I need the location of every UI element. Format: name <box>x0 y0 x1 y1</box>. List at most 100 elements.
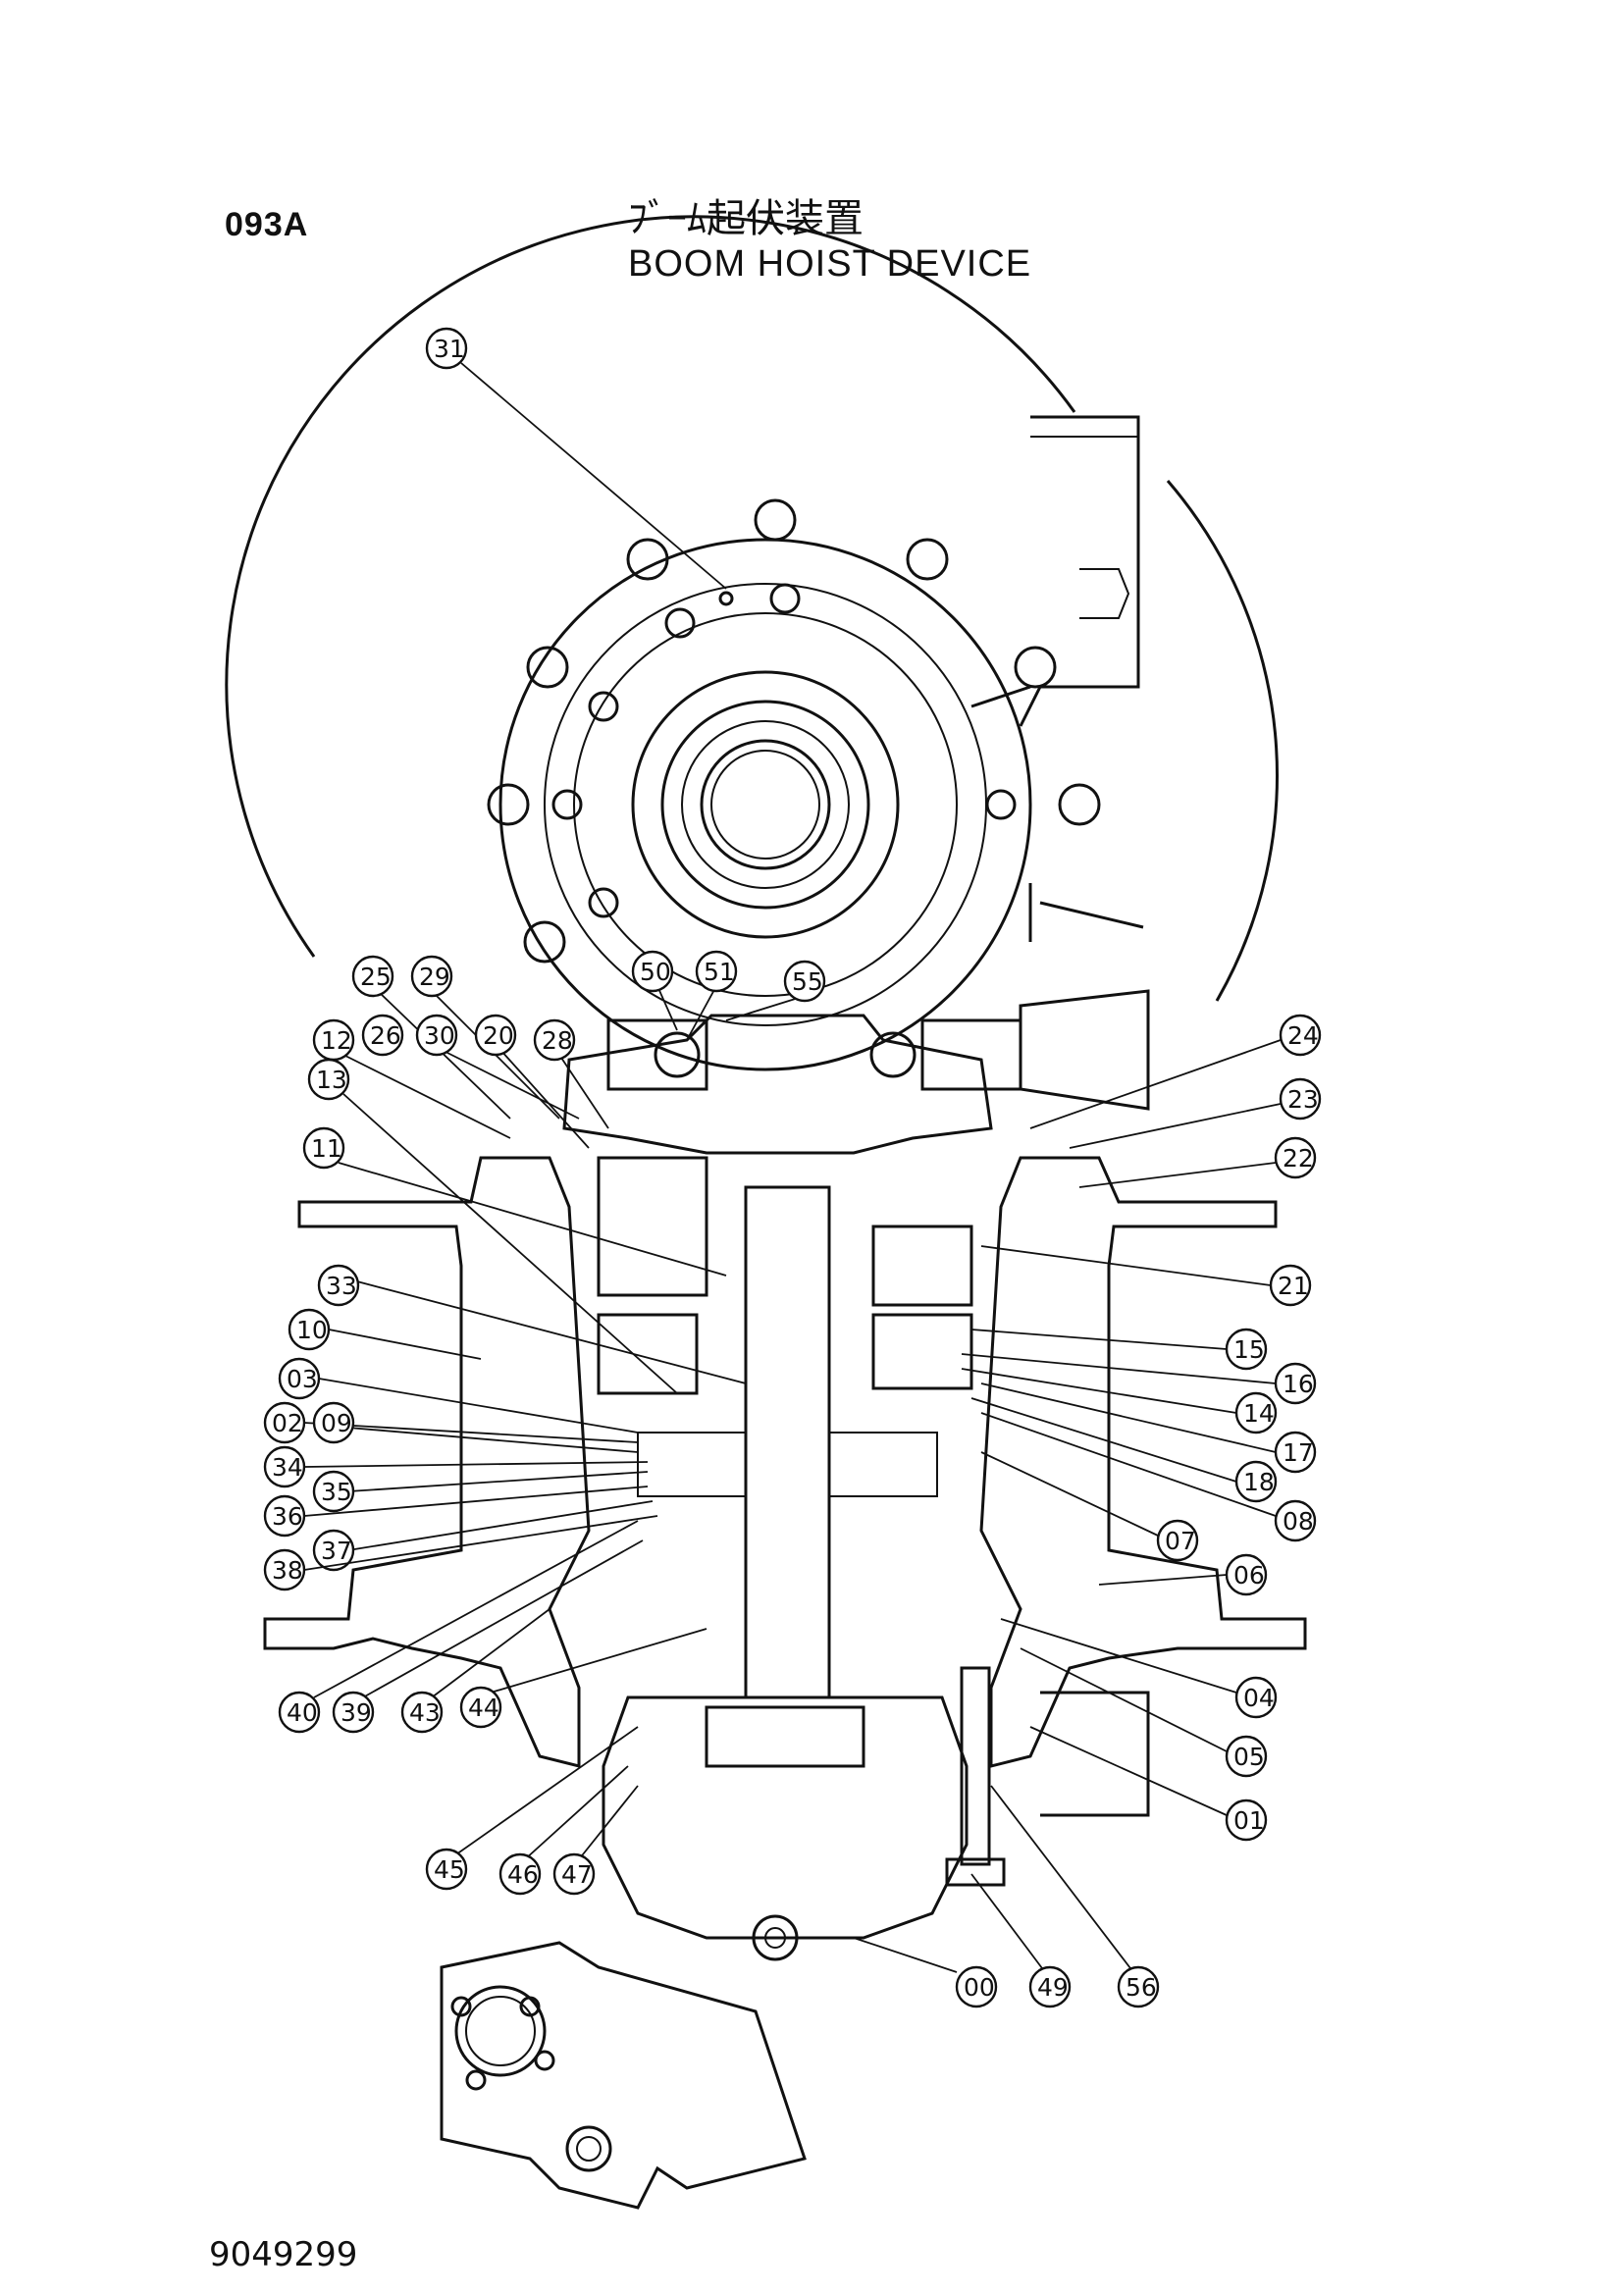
callout-24: 24 <box>1279 1014 1322 1057</box>
callout-09-label: 09 <box>321 1409 352 1437</box>
callout-28: 28 <box>533 1018 576 1062</box>
callout-13: 13 <box>307 1058 350 1101</box>
callout-07: 07 <box>1156 1519 1199 1562</box>
callout-36: 36 <box>263 1494 306 1538</box>
callout-08-label: 08 <box>1283 1507 1314 1536</box>
callout-01: 01 <box>1225 1799 1268 1842</box>
callout-51-label: 51 <box>704 958 735 986</box>
callout-11-label: 11 <box>311 1134 342 1163</box>
callout-02-label: 02 <box>272 1409 303 1437</box>
callout-10-label: 10 <box>296 1316 328 1344</box>
callout-11: 11 <box>302 1126 345 1170</box>
callout-45: 45 <box>425 1848 468 1891</box>
callout-05: 05 <box>1225 1735 1268 1778</box>
callout-29: 29 <box>410 955 453 998</box>
callout-22: 22 <box>1274 1136 1317 1179</box>
callout-29-label: 29 <box>419 963 450 991</box>
callout-35-label: 35 <box>321 1478 352 1506</box>
callout-39-label: 39 <box>341 1698 372 1727</box>
callout-33: 33 <box>317 1264 360 1307</box>
callout-06-label: 06 <box>1233 1561 1265 1590</box>
callout-00-label: 00 <box>964 1973 995 2002</box>
callout-16-label: 16 <box>1283 1370 1314 1398</box>
callout-30: 30 <box>415 1014 458 1057</box>
callout-30-label: 30 <box>424 1021 455 1050</box>
callout-03-label: 03 <box>287 1365 318 1393</box>
callout-39: 39 <box>332 1691 375 1734</box>
callout-56: 56 <box>1117 1965 1160 2008</box>
callout-21-label: 21 <box>1278 1272 1309 1300</box>
callout-50: 50 <box>631 950 674 993</box>
callout-49-label: 49 <box>1037 1973 1069 2002</box>
part-callouts: 31 25 29 12 26 30 20 28 50 51 55 24 23 2… <box>263 327 1322 2008</box>
callout-37-label: 37 <box>321 1537 352 1565</box>
callout-34: 34 <box>263 1445 306 1488</box>
callout-43-label: 43 <box>409 1698 441 1727</box>
callout-56-label: 56 <box>1126 1973 1157 2002</box>
callout-38-label: 38 <box>272 1556 303 1585</box>
callout-03: 03 <box>278 1357 321 1400</box>
callout-21: 21 <box>1269 1264 1312 1307</box>
callout-04: 04 <box>1234 1676 1278 1719</box>
callout-50-label: 50 <box>640 958 671 986</box>
callout-25-label: 25 <box>360 963 392 991</box>
callout-44-label: 44 <box>468 1694 499 1722</box>
callout-07-label: 07 <box>1165 1527 1196 1555</box>
callout-55: 55 <box>783 960 826 1003</box>
callout-10: 10 <box>288 1308 331 1351</box>
callout-40: 40 <box>278 1691 321 1734</box>
callout-08: 08 <box>1274 1499 1317 1542</box>
callout-02: 02 <box>263 1401 306 1444</box>
callout-12-label: 12 <box>321 1026 352 1055</box>
callout-16: 16 <box>1274 1362 1317 1405</box>
callout-46-label: 46 <box>507 1860 539 1889</box>
callout-51: 51 <box>695 950 738 993</box>
callout-12: 12 <box>312 1018 355 1062</box>
callout-05-label: 05 <box>1233 1743 1265 1771</box>
callout-31: 31 <box>425 327 468 370</box>
title-english: BOOM HOIST DEVICE <box>628 243 1032 285</box>
callout-00: 00 <box>955 1965 998 2008</box>
callout-18: 18 <box>1234 1460 1278 1503</box>
callout-24-label: 24 <box>1287 1021 1319 1050</box>
callout-40-label: 40 <box>287 1698 318 1727</box>
top-view-assembly <box>225 215 1279 1071</box>
callout-18-label: 18 <box>1243 1468 1275 1496</box>
callout-14: 14 <box>1234 1391 1278 1434</box>
callout-47: 47 <box>552 1852 596 1896</box>
callout-31-label: 31 <box>434 335 465 363</box>
callout-17: 17 <box>1274 1431 1317 1474</box>
callout-17-label: 17 <box>1283 1438 1314 1467</box>
callout-15-label: 15 <box>1233 1335 1265 1364</box>
callout-06: 06 <box>1225 1553 1268 1596</box>
callout-20: 20 <box>474 1014 517 1057</box>
brake-disc-stack <box>637 1432 938 1497</box>
callout-01-label: 01 <box>1233 1806 1265 1835</box>
callout-49: 49 <box>1028 1965 1072 2008</box>
document-number: 9049299 <box>209 2235 358 2274</box>
callout-33-label: 33 <box>326 1272 357 1300</box>
callout-14-label: 14 <box>1243 1399 1275 1428</box>
callout-46: 46 <box>498 1852 542 1896</box>
section-view-assembly <box>263 989 1307 2210</box>
callout-04-label: 04 <box>1243 1684 1275 1712</box>
callout-26-label: 26 <box>370 1021 401 1050</box>
callout-15: 15 <box>1225 1328 1268 1371</box>
callout-44: 44 <box>459 1686 502 1729</box>
page-code: 093A <box>225 206 309 243</box>
callout-23-label: 23 <box>1287 1085 1319 1114</box>
callout-23: 23 <box>1279 1077 1322 1121</box>
callout-43: 43 <box>400 1691 444 1734</box>
callout-45-label: 45 <box>434 1855 465 1884</box>
callout-22-label: 22 <box>1283 1144 1314 1173</box>
callout-26: 26 <box>361 1014 404 1057</box>
callout-13-label: 13 <box>316 1066 347 1094</box>
callout-55-label: 55 <box>792 967 823 996</box>
callout-34-label: 34 <box>272 1453 303 1482</box>
callout-47-label: 47 <box>561 1860 593 1889</box>
callout-28-label: 28 <box>542 1026 573 1055</box>
callout-20-label: 20 <box>483 1021 514 1050</box>
callout-37: 37 <box>312 1529 355 1572</box>
callout-09: 09 <box>312 1401 355 1444</box>
callout-25: 25 <box>351 955 394 998</box>
